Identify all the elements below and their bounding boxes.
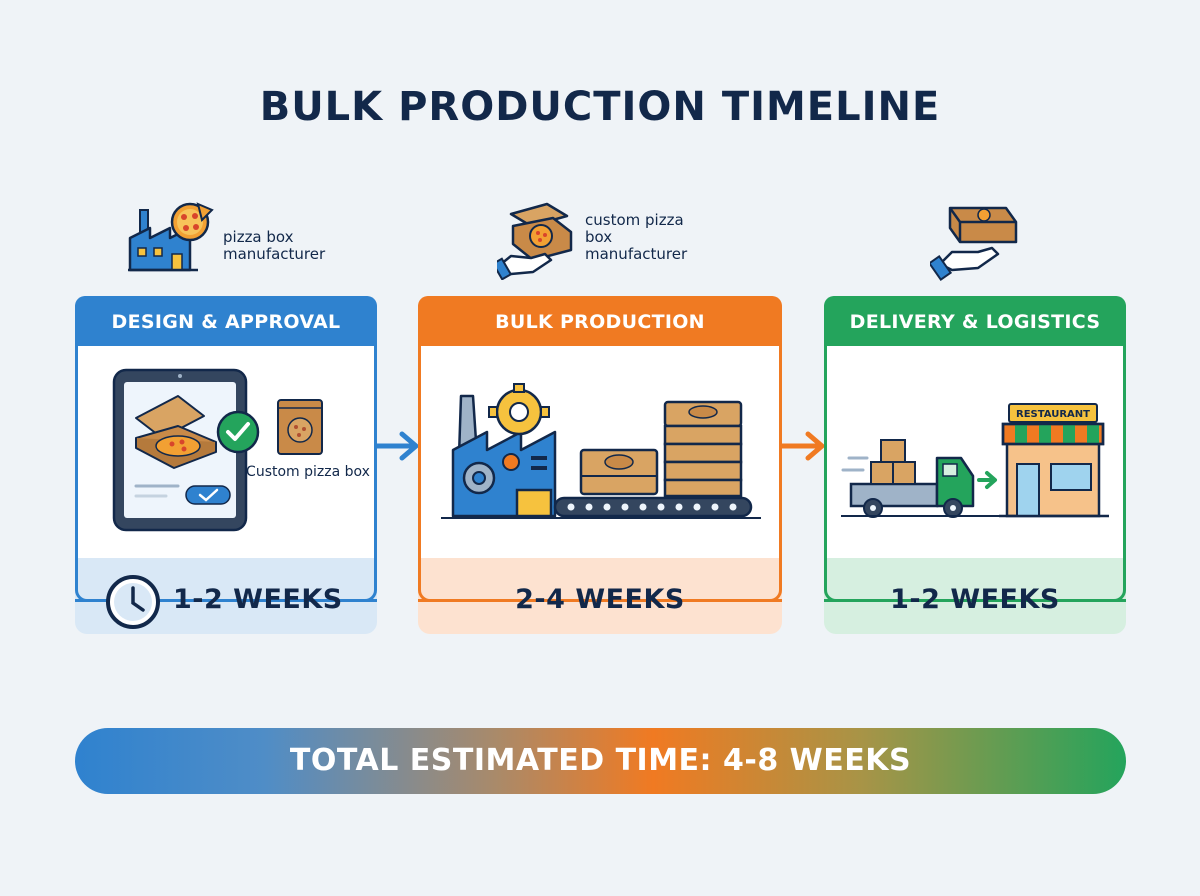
foot-line-right bbox=[718, 599, 782, 602]
foot-line-left bbox=[824, 599, 860, 602]
stage-foot bbox=[418, 558, 782, 634]
page-title: BULK PRODUCTION TIMELINE bbox=[259, 84, 941, 130]
foot-line-right bbox=[1090, 599, 1126, 602]
stage-duration: 1-2 WEEKS bbox=[890, 584, 1060, 615]
total-time-text: TOTAL ESTIMATED TIME: 4-8 WEEKS bbox=[289, 743, 912, 778]
stage-card-delivery: DELIVERY & LOGISTICS bbox=[824, 296, 1126, 634]
stage-card-production: BULK PRODUCTION bbox=[418, 296, 782, 634]
tablet-icon: Custom pizza box bbox=[112, 368, 370, 532]
store-icon: RESTAURANT bbox=[999, 403, 1109, 518]
conveyor-icon bbox=[553, 496, 753, 518]
stage-body bbox=[421, 346, 779, 558]
stage-duration: 1-2 WEEKS bbox=[173, 584, 343, 615]
foot-line-left bbox=[75, 599, 111, 602]
pizza-box-icon bbox=[579, 448, 659, 496]
clock-icon bbox=[106, 575, 160, 629]
foot-line-right bbox=[341, 599, 377, 602]
check-icon bbox=[216, 410, 260, 454]
gear-icon bbox=[488, 383, 550, 436]
factory-icon bbox=[128, 209, 198, 272]
illustration-label: Custom pizza box bbox=[246, 464, 370, 480]
stage-body: Custom pizza box bbox=[78, 346, 374, 558]
factory-conveyor-illustration bbox=[441, 383, 761, 519]
delivery-illustration: RESTAURANT bbox=[841, 403, 1109, 518]
arrow-right-icon bbox=[374, 431, 419, 461]
stage-duration: 2-4 WEEKS bbox=[515, 584, 685, 615]
stage-header: DELIVERY & LOGISTICS bbox=[824, 296, 1126, 346]
pizza-icon bbox=[170, 202, 214, 242]
gear-icon bbox=[462, 461, 496, 495]
store-sign: RESTAURANT bbox=[1016, 409, 1090, 420]
open-box-hand-icon bbox=[497, 202, 573, 280]
foot-line-left bbox=[418, 599, 482, 602]
stage-header: BULK PRODUCTION bbox=[418, 296, 782, 346]
stage-header: DESIGN & APPROVAL bbox=[75, 296, 377, 346]
arrow-right-icon bbox=[780, 431, 825, 461]
pizza-box-stack-icon bbox=[663, 400, 743, 498]
pizza-box-icon bbox=[277, 399, 323, 455]
box-hand-icon bbox=[930, 206, 1018, 282]
top-label-left: pizza box manufacturer bbox=[223, 228, 326, 263]
stage-card-design: DESIGN & APPROVAL Cu bbox=[75, 296, 377, 634]
top-label-middle: custom pizza box manufacturer bbox=[585, 211, 688, 263]
stage-body: RESTAURANT bbox=[827, 346, 1123, 558]
total-time-banner: TOTAL ESTIMATED TIME: 4-8 WEEKS bbox=[75, 728, 1126, 794]
truck-icon bbox=[849, 439, 975, 518]
stage-foot bbox=[824, 558, 1126, 634]
